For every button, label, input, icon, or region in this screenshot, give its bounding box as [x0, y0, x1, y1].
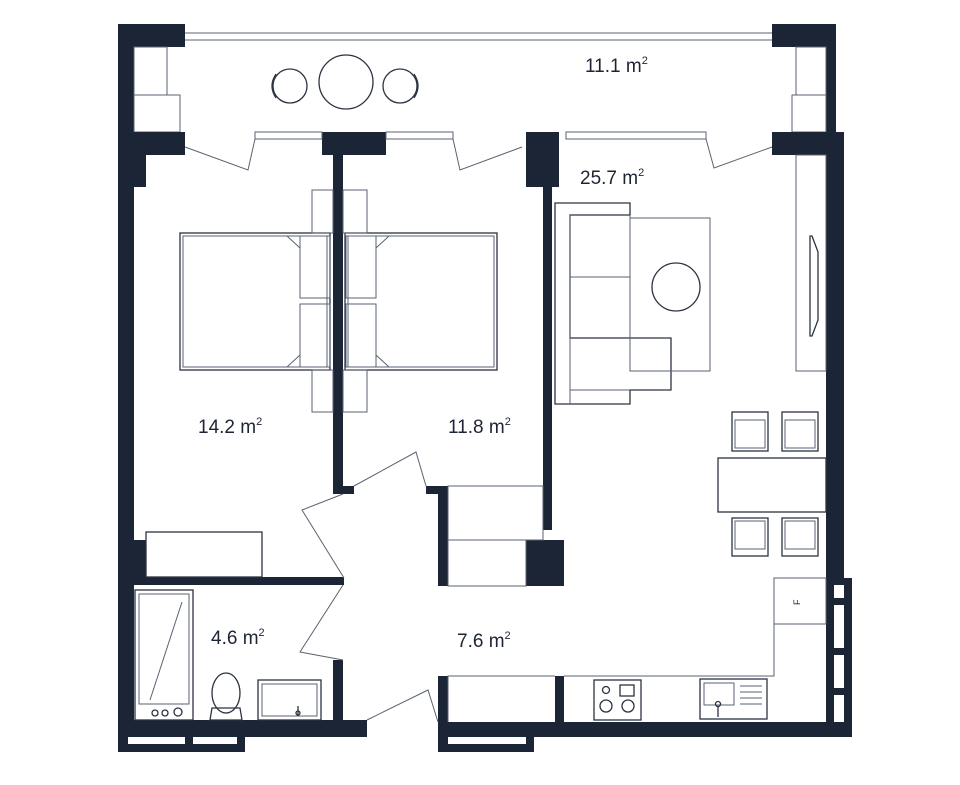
coffee-table — [651, 262, 701, 312]
washbasin — [257, 679, 322, 721]
dining-table — [717, 457, 827, 513]
balcony-windows — [184, 131, 773, 171]
stove — [593, 679, 642, 721]
wardrobe-left — [145, 531, 263, 578]
bed-right — [344, 232, 498, 371]
walls — [118, 132, 852, 752]
nightstands — [311, 189, 368, 413]
bed-left — [179, 232, 331, 371]
balcony — [118, 24, 836, 133]
room-area-hallway: 7.6 m2 — [457, 630, 511, 652]
room-area-living: 25.7 m2 — [580, 167, 644, 189]
kitchen-sink — [699, 678, 768, 720]
sofa — [554, 202, 672, 405]
closet-right — [447, 485, 544, 587]
room-area-bathroom: 4.6 m2 — [211, 627, 265, 649]
interior-doors — [299, 451, 439, 723]
room-area-bedroom-right: 11.8 m2 — [448, 416, 511, 438]
room-area-bedroom-left: 14.2 m2 — [198, 416, 262, 438]
dining-chairs — [731, 411, 819, 557]
balcony-furniture — [271, 54, 419, 110]
tv-cabinet — [795, 154, 827, 372]
fridge-label: F — [792, 599, 802, 605]
rug — [629, 217, 711, 372]
kitchen-counter — [447, 577, 827, 722]
toilet — [209, 672, 243, 721]
bathtub — [134, 589, 194, 721]
room-area-balcony: 11.1 m2 — [585, 55, 648, 77]
